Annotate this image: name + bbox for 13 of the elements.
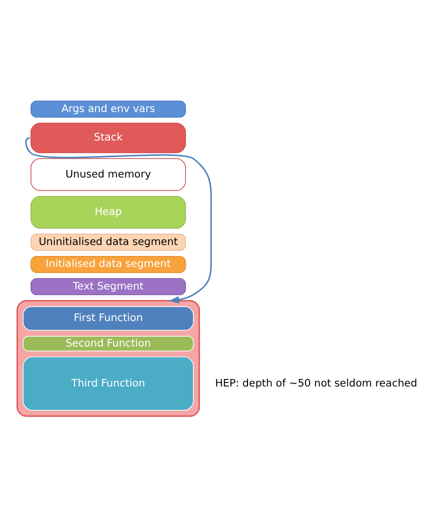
node-box: Second Function	[22, 336, 194, 352]
node-box: Stack	[30, 122, 186, 154]
node-box: Unused memory	[30, 158, 186, 191]
node-box: Uninitialised data segment	[30, 234, 186, 251]
label: HEP: depth of ~50 not seldom reached	[215, 377, 418, 390]
cluster	[16, 300, 200, 417]
arrow	[25, 137, 212, 304]
node-box: Heap	[30, 196, 186, 229]
node-box: First Function	[22, 306, 194, 331]
node-box: Third Function	[22, 356, 194, 411]
node-box: Text Segment	[30, 278, 186, 296]
node-box: Args and env vars	[30, 100, 186, 118]
node-box: Initialised data segment	[30, 256, 186, 273]
